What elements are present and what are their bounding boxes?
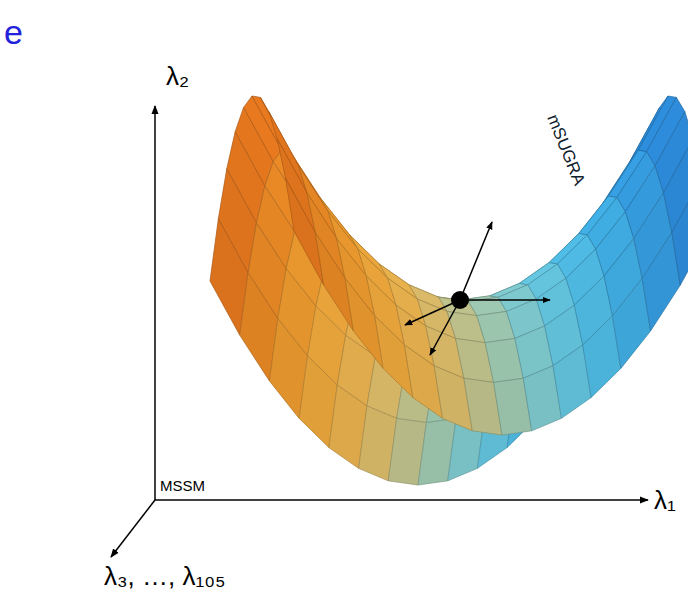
- surface-label: mSUGRA: [543, 112, 588, 188]
- origin-label: MSSM: [160, 478, 205, 495]
- direction-arrows: [405, 222, 550, 355]
- surface-patch: [434, 366, 472, 431]
- lambda3-axis: [111, 500, 155, 557]
- model-point: [451, 291, 469, 309]
- lambda2-axis: [154, 106, 156, 500]
- cut-off-text: e: [4, 14, 23, 51]
- direction-arrow: [430, 300, 460, 355]
- saddle-surface: [210, 96, 688, 485]
- axes: [111, 106, 648, 557]
- surface-patch: [286, 178, 324, 285]
- axis-label: λ₂: [166, 62, 189, 91]
- lambda1-axis: [155, 499, 648, 501]
- direction-arrow: [460, 299, 550, 301]
- direction-arrow: [460, 222, 492, 300]
- direction-arrow: [405, 300, 460, 325]
- axis-label: λ₁: [654, 486, 676, 515]
- axis-label: λ₃, …, λ₁₀₅: [104, 562, 226, 591]
- surface-patch: [672, 178, 688, 285]
